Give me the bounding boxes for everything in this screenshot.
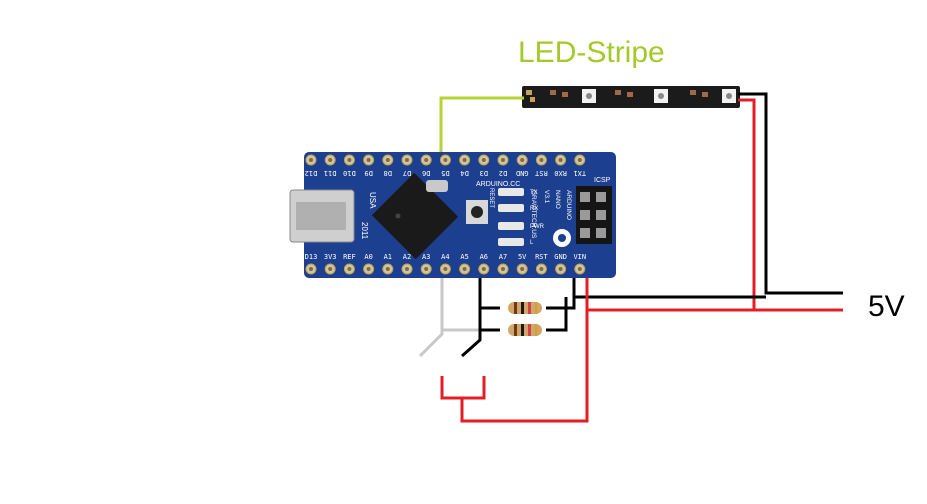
top-pad-hole <box>347 158 352 162</box>
bottom-pin-label: A3 <box>422 253 430 261</box>
button-wire-a3 <box>418 266 444 358</box>
data-wire <box>439 96 524 160</box>
bottom-pin-label: 5V <box>518 253 527 261</box>
bottom-pad-hole <box>366 267 371 271</box>
top-pad-hole <box>539 158 544 162</box>
status-led <box>498 204 524 212</box>
icsp-label: ICSP <box>594 177 611 184</box>
top-pin-label: D3 <box>480 169 488 177</box>
bottom-pin-label: A7 <box>499 253 507 261</box>
bottom-pin-header <box>305 263 586 275</box>
year-label: 2011 <box>360 222 369 240</box>
bottom-pad-hole <box>347 267 352 271</box>
button-wire-a5 <box>461 266 482 358</box>
top-pad-hole <box>462 158 467 162</box>
top-pin-label: GND <box>516 169 529 177</box>
bottom-pad-hole <box>577 267 582 271</box>
bottom-pin-label: A6 <box>480 253 488 261</box>
button-loop-wire <box>440 376 486 400</box>
bottom-pad-hole <box>520 267 525 271</box>
bottom-pin-label: A5 <box>460 253 468 261</box>
status-led <box>498 222 524 230</box>
led-label-tx: TX <box>530 190 538 196</box>
bottom-pad-hole <box>424 267 429 271</box>
top-pin-label: D8 <box>384 169 392 177</box>
top-pad-hole <box>309 158 313 162</box>
top-pin-label: D12 <box>305 169 318 177</box>
model-line-2: NANO <box>554 190 561 209</box>
bottom-pad-hole <box>405 267 409 271</box>
top-pin-label: RX0 <box>554 169 567 177</box>
microcontroller-chip <box>371 172 459 260</box>
supply-label: 5V <box>868 290 905 323</box>
resistor <box>508 302 542 314</box>
brand-label: ARDUINO.CC <box>476 181 520 188</box>
top-pad-hole <box>405 158 409 162</box>
bottom-pin-label: A0 <box>364 253 372 261</box>
top-pad-hole <box>577 158 582 162</box>
top-pad-hole <box>520 158 525 162</box>
bottom-pad-hole <box>539 267 544 271</box>
crystal <box>426 180 448 192</box>
led-label-rx: RX <box>530 206 538 212</box>
bottom-pin-label: A2 <box>403 253 411 261</box>
resistor <box>508 324 542 336</box>
model-line-3: V3.1 <box>543 190 550 204</box>
top-pin-header <box>305 154 586 166</box>
stripe-ground-wire <box>738 92 843 295</box>
bottom-pin-label: VIN <box>573 253 586 261</box>
top-pad-hole <box>424 158 429 162</box>
led-stripe-label: LED-Stripe <box>518 36 665 69</box>
led-label-l: L <box>530 240 534 246</box>
top-pin-label: D2 <box>499 169 507 177</box>
bottom-pad-hole <box>501 267 505 271</box>
bottom-pad-hole <box>385 267 390 271</box>
button-power-wire <box>460 310 589 423</box>
reset-label: RESET <box>488 188 494 208</box>
top-pad-hole <box>328 158 333 162</box>
top-pin-label: D6 <box>422 169 430 177</box>
bottom-pin-label: RST <box>535 253 548 261</box>
top-pad-hole <box>558 158 563 162</box>
status-led <box>498 238 524 246</box>
top-pad-hole <box>366 158 371 162</box>
top-pin-label: D5 <box>441 169 449 177</box>
top-pad-hole <box>443 158 448 162</box>
top-pin-label: D11 <box>324 169 337 177</box>
top-pad-hole <box>501 158 505 162</box>
top-pin-label: D9 <box>364 169 372 177</box>
bottom-pin-label: A1 <box>384 253 392 261</box>
model-line-1: ARDUINO <box>565 190 572 220</box>
top-pin-label: TX1 <box>573 169 586 177</box>
bottom-pin-label: 3V3 <box>324 253 337 261</box>
top-pin-label: D10 <box>343 169 356 177</box>
bottom-pad-hole <box>328 267 333 271</box>
status-led <box>498 188 524 196</box>
bottom-pad-hole <box>481 267 486 271</box>
bottom-pin-label: GND <box>554 253 567 261</box>
top-pad-hole <box>385 158 390 162</box>
bottom-pin-label: D13 <box>305 253 318 261</box>
led-stripe <box>522 86 740 108</box>
top-pin-label: RST <box>534 169 547 177</box>
top-pin-label: D4 <box>460 169 468 177</box>
bottom-pad-hole <box>309 267 313 271</box>
maker-label: GRAVITECH.US <box>530 190 537 239</box>
led-label-pwr: PWR <box>530 224 545 230</box>
stripe-power-wire <box>738 98 843 312</box>
bottom-pin-label: REF <box>343 253 356 261</box>
bottom-pad-hole <box>558 267 563 271</box>
bottom-pad-hole <box>443 267 448 271</box>
top-pad-hole <box>481 158 486 162</box>
country-label: USA <box>368 192 377 209</box>
bottom-pad-hole <box>462 267 467 271</box>
bottom-pin-label: A4 <box>441 253 449 261</box>
top-pin-label: D7 <box>403 169 411 177</box>
